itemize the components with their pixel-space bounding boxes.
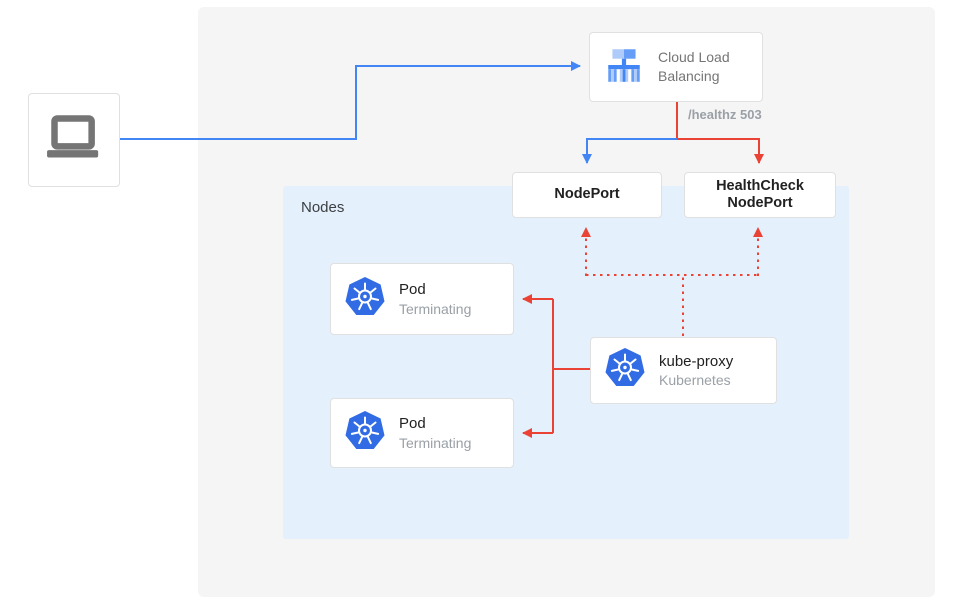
healthcheck-nodeport-box: HealthCheck NodePort xyxy=(684,172,836,218)
kube-proxy-title: kube-proxy xyxy=(659,352,734,370)
kubernetes-wheel-icon xyxy=(605,348,645,393)
pod-text: Pod Terminating xyxy=(399,280,471,318)
pod-status: Terminating xyxy=(399,434,472,451)
healthcheck-nodeport-label: HealthCheck NodePort xyxy=(716,177,804,211)
cloud-load-balancing-label: Cloud Load Balancing xyxy=(658,49,730,84)
kubernetes-wheel-icon xyxy=(345,410,385,456)
healthz-annotation: /healthz 503 xyxy=(688,107,762,122)
pod-text: Pod Terminating xyxy=(399,414,471,452)
pod-title: Pod xyxy=(399,281,426,299)
kube-proxy-box: kube-proxy Kubernetes xyxy=(590,337,777,404)
kube-proxy-text: kube-proxy Kubernetes xyxy=(659,352,733,390)
pod-box: Pod Terminating xyxy=(330,263,514,335)
kube-proxy-subtitle: Kubernetes xyxy=(659,372,731,389)
cloud-load-balancing-icon xyxy=(603,44,645,91)
cloud-load-balancing-box: Cloud Load Balancing xyxy=(589,32,763,102)
pod-box: Pod Terminating xyxy=(330,398,514,468)
nodeport-label: NodePort xyxy=(554,186,620,203)
nodes-group-label: Nodes xyxy=(301,199,345,216)
pod-status: Terminating xyxy=(399,300,472,317)
pod-title: Pod xyxy=(399,415,426,433)
laptop-icon xyxy=(44,112,104,169)
client-box xyxy=(28,93,120,187)
nodeport-box: NodePort xyxy=(512,172,662,218)
kubernetes-wheel-icon xyxy=(345,276,385,322)
